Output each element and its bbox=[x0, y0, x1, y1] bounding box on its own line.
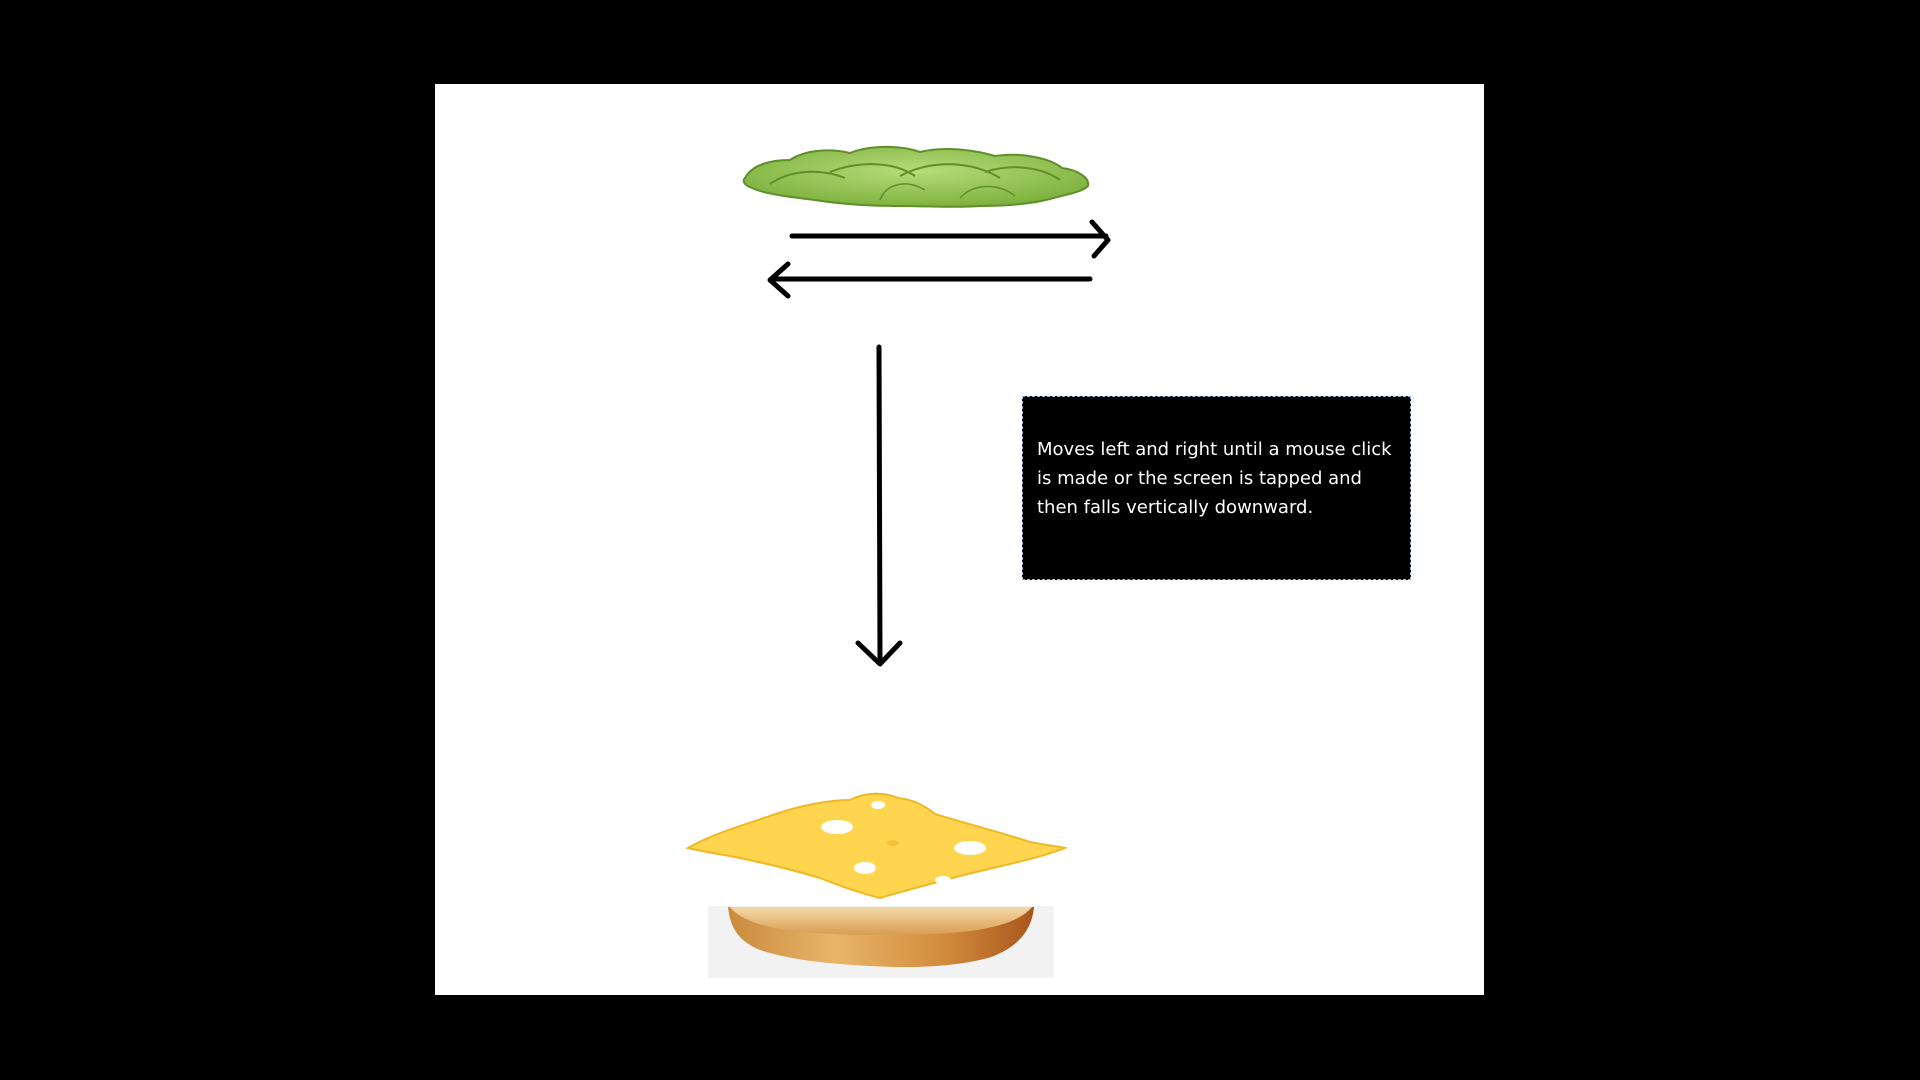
instruction-text: Moves left and right until a mouse click… bbox=[1037, 439, 1392, 518]
cheese-icon bbox=[685, 792, 1068, 900]
bread-icon bbox=[708, 906, 1054, 978]
arrow-left-icon bbox=[767, 261, 1093, 299]
arrow-right-icon bbox=[789, 219, 1111, 259]
arrow-down-icon bbox=[855, 344, 903, 667]
instruction-note: Moves left and right until a mouse click… bbox=[1022, 396, 1411, 580]
lettuce-icon bbox=[742, 145, 1090, 208]
